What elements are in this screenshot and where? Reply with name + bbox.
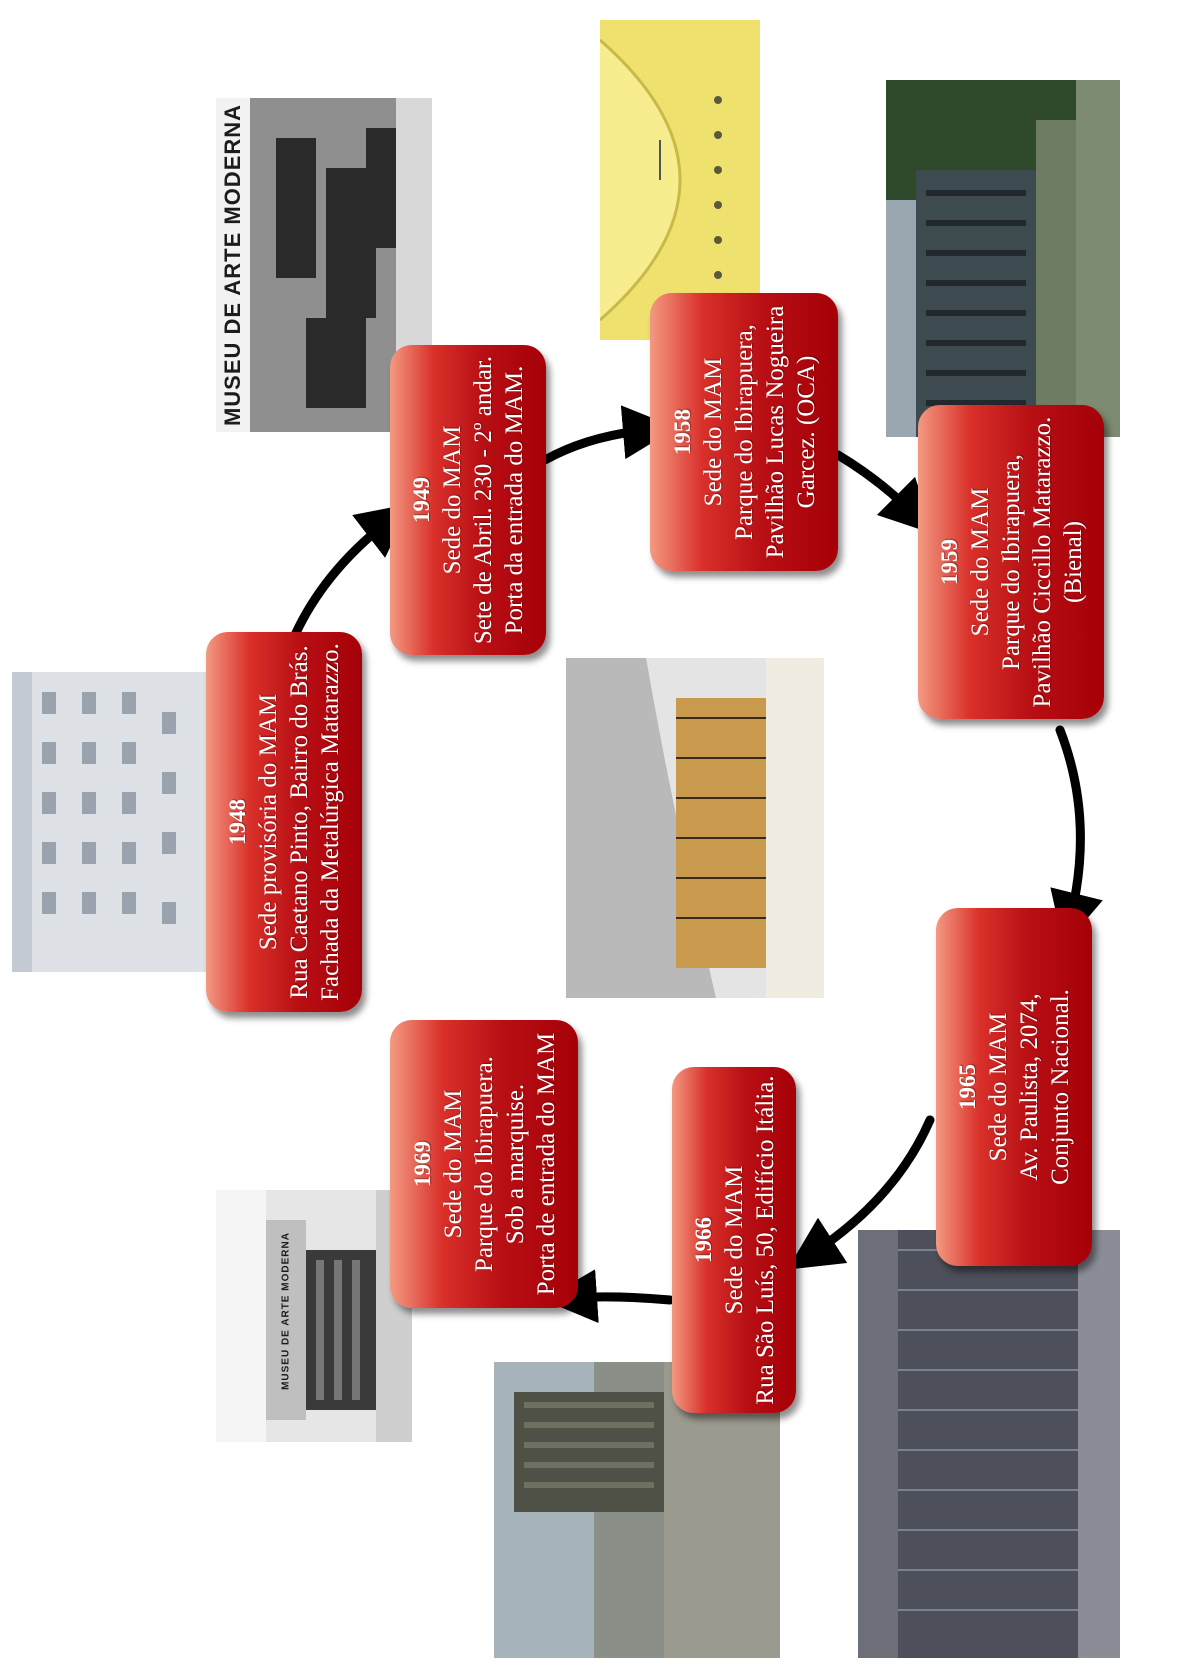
node-1958-line-3: Pavilhão Lucas Nogueira <box>761 305 789 559</box>
photo-1948-facade <box>12 672 212 972</box>
node-1965-line-2: Av. Paulista, 2074, <box>1016 993 1043 1181</box>
node-1958-line-4: Garcez. (OCA) <box>792 355 820 509</box>
node-1948-line-1: Sede provisória do MAM <box>255 693 282 951</box>
node-1958-line-2: Parque do Ibirapuera, <box>730 324 758 540</box>
node-1966-line-1: Sede do MAM <box>720 1165 748 1315</box>
node-1949: 1949 Sede do MAM Sete de Abril. 230 - 2º… <box>390 345 546 655</box>
node-1948-year: 1948 <box>225 799 250 845</box>
photo-1959-bienal <box>886 80 1120 437</box>
node-1969-line-4: Porta de entrada do MAM <box>532 1032 560 1296</box>
node-1959-line-2: Parque do Ibirapuera, <box>997 454 1025 670</box>
photo-1958-oca <box>600 20 760 340</box>
photo-center-marquise <box>566 658 824 998</box>
node-1965-text: 1965 Sede do MAM Av. Paulista, 2074, Con… <box>936 908 1092 1266</box>
node-1969-line-3: Sob a marquise. <box>501 1083 529 1245</box>
node-1969-line-1: Sede do MAM <box>439 1089 467 1239</box>
node-1948-text: 1948 Sede provisória do MAM Rua Caetano … <box>206 632 362 1012</box>
node-1949-line-2: Sete de Abril. 230 - 2º andar. <box>470 355 497 645</box>
node-1966-line-2: Rua São Luís, 50, Edifício Itália. <box>751 1075 779 1405</box>
arrow-1948-1949 <box>290 503 412 640</box>
node-1958: 1958 Sede do MAM Parque do Ibirapuera, P… <box>650 293 838 571</box>
photo-1966-edificio-italia <box>494 1362 780 1658</box>
node-1959-text: 1959 Sede do MAM Parque do Ibirapuera, P… <box>918 405 1104 719</box>
arrow-1958-1959 <box>833 450 935 535</box>
node-1965-line-1: Sede do MAM <box>985 1012 1012 1162</box>
node-1965: 1965 Sede do MAM Av. Paulista, 2074, Con… <box>936 908 1092 1266</box>
node-1959: 1959 Sede do MAM Parque do Ibirapuera, P… <box>918 405 1104 719</box>
node-1959-line-3: Pavilhão Ciccillo Matarazzo. <box>1028 416 1056 708</box>
arrow-1966-1969 <box>543 1269 675 1324</box>
node-1958-year: 1958 <box>669 409 695 455</box>
node-1969: 1969 Sede do MAM Parque do Ibirapuera. S… <box>390 1020 578 1308</box>
node-1966: 1966 Sede do MAM Rua São Luís, 50, Edifí… <box>672 1067 796 1413</box>
node-1958-line-1: Sede do MAM <box>699 357 727 507</box>
node-1948: 1948 Sede provisória do MAM Rua Caetano … <box>206 632 362 1012</box>
node-1949-line-1: Sede do MAM <box>439 425 466 575</box>
arrow-1965-1966 <box>787 1115 935 1270</box>
node-1949-year: 1949 <box>409 477 434 523</box>
node-1965-line-3: Conjunto Nacional. <box>1047 989 1074 1185</box>
node-1959-year: 1959 <box>936 539 962 585</box>
photo-1965-conjunto-nacional <box>858 1230 1120 1658</box>
photo-1949-entrance: MUSEU DE ARTE MODERNA <box>216 98 432 432</box>
node-1969-year: 1969 <box>409 1141 435 1187</box>
photo-1969-entrance: MUSEU DE ARTE MODERNA <box>216 1190 412 1442</box>
node-1966-text: 1966 Sede do MAM Rua São Luís, 50, Edifí… <box>672 1067 796 1413</box>
node-1966-year: 1966 <box>690 1217 716 1263</box>
node-1948-line-2: Rua Caetano Pinto, Bairro do Brás. <box>286 645 313 999</box>
node-1958-text: 1958 Sede do MAM Parque do Ibirapuera, P… <box>650 293 838 571</box>
arrow-1949-1958 <box>540 405 677 465</box>
node-1949-line-3: Porta da entrada do MAM. <box>501 365 528 635</box>
node-1959-line-4: (Bienal) <box>1059 521 1087 603</box>
arrow-1959-1965 <box>1050 725 1103 947</box>
node-1969-line-2: Parque do Ibirapuera. <box>470 1056 498 1272</box>
node-1969-text: 1969 Sede do MAM Parque do Ibirapuera. S… <box>390 1020 578 1308</box>
node-1965-year: 1965 <box>955 1064 980 1110</box>
node-1949-text: 1949 Sede do MAM Sete de Abril. 230 - 2º… <box>390 345 546 655</box>
node-1948-line-3: Fachada da Metalúrgica Matarazzo. <box>317 643 344 1001</box>
node-1959-line-1: Sede do MAM <box>966 487 994 637</box>
